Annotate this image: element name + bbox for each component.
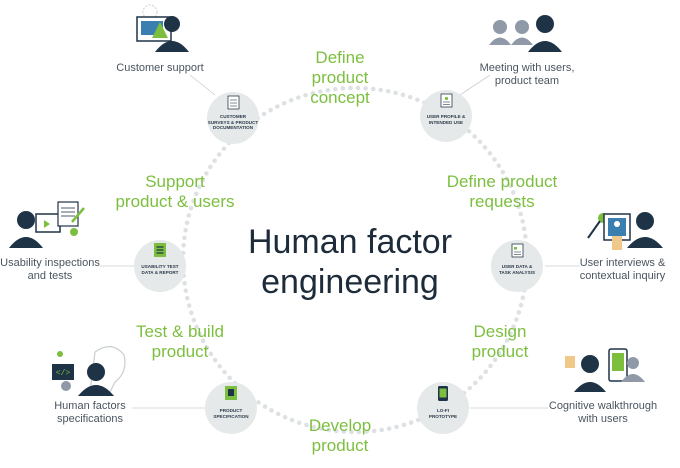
activity-customer-support: Customer support (100, 62, 220, 75)
activity-user-interviews: User interviews & contextual inquiry (570, 257, 675, 283)
inspection-icon (9, 201, 85, 248)
node-label-line: INTENDED USE (428, 119, 464, 125)
brain-code-icon: </> (52, 346, 126, 396)
activity-line: Meeting with users, (479, 62, 575, 74)
node-circle-user-profile (420, 90, 472, 142)
node-label-line: CUSTOMER (219, 114, 247, 119)
node-label-line: DATA & REPORT (141, 269, 179, 275)
phase-line: product (311, 68, 369, 87)
phase-develop: Develop product (295, 416, 385, 456)
phase-line: Test & build (136, 322, 224, 341)
center-title-line-2: engineering (261, 263, 439, 301)
node-label-lo-fi: LO-FI PROTOTYPE (408, 408, 478, 419)
activity-line: Human factors (54, 400, 126, 412)
phase-line: Support (145, 172, 205, 191)
node-circle-user-data (491, 240, 543, 292)
phase-line: product & users (115, 192, 235, 211)
task-sheet-icon (511, 243, 524, 258)
activity-line: Customer support (116, 62, 204, 74)
node-label-line: TASK ANALYSIS (498, 269, 536, 275)
spec-doc-icon (225, 386, 237, 400)
node-circle-product-spec (205, 382, 257, 434)
phase-line: Define (315, 48, 365, 67)
mobile-device-icon (438, 386, 448, 401)
phase-line: Develop (308, 416, 372, 435)
node-label-line: SPECIFICATION (213, 413, 249, 419)
node-label-line: DOCUMENTATION (212, 125, 254, 130)
interview-icon (587, 212, 663, 250)
connector-lines (100, 74, 580, 409)
activity-human-factors-spec: Human factors specifications (40, 400, 140, 426)
node-circle-lo-fi (417, 382, 469, 434)
activity-line: Usability inspections (0, 257, 100, 269)
activity-line: product team (494, 75, 560, 87)
support-person-icon (136, 4, 189, 52)
activity-line: User interviews & (579, 257, 666, 269)
phase-line: Design (473, 322, 527, 341)
activity-line: and tests (27, 270, 73, 282)
phase-support: Support product & users (105, 172, 245, 212)
node-label-line: LO-FI (437, 408, 449, 413)
node-label-line: USABILITY TEST (141, 264, 179, 269)
node-label-user-data: USER DATA & TASK ANALYSIS (482, 264, 552, 275)
phase-test-build: Test & build product (120, 322, 240, 362)
node-label-line: USER DATA & (501, 264, 533, 269)
node-label-line: PRODUCT (219, 408, 243, 413)
phase-line: product (471, 342, 529, 361)
group-meeting-icon (489, 15, 562, 52)
node-circle-usability-data (134, 240, 186, 292)
activity-line: specifications (56, 413, 124, 425)
report-icon (154, 243, 166, 257)
center-title: Human factor engineering (200, 222, 500, 302)
phase-design: Design product (455, 322, 545, 362)
node-label-product-spec: PRODUCT SPECIFICATION (196, 408, 266, 419)
phase-line: concept (310, 88, 370, 107)
connector-meeting (459, 74, 491, 96)
svg-text:</>: </> (56, 369, 71, 378)
activity-line: Cognitive walkthrough (548, 400, 658, 412)
node-label-usability-data: USABILITY TEST DATA & REPORT (125, 264, 195, 275)
node-circle-customer-surveys (207, 92, 259, 144)
walkthrough-icon (565, 348, 645, 392)
phase-define-concept: Define product concept (295, 48, 385, 108)
node-label-line: PROTOTYPE (428, 413, 458, 419)
activity-line: contextual inquiry (579, 270, 666, 282)
activity-cognitive-walkthrough: Cognitive walkthrough with users (538, 400, 668, 426)
phase-define-requests: Define product requests (432, 172, 572, 212)
activity-line: with users (578, 413, 628, 425)
phase-line: requests (469, 192, 535, 211)
document-icon (227, 95, 240, 110)
center-title-line-1: Human factor (247, 223, 453, 261)
activity-usability-inspections: Usability inspections and tests (0, 257, 100, 283)
node-label-customer-surveys: CUSTOMER SURVEYS & PRODUCT DOCUMENTATION (198, 114, 268, 131)
phase-line: product (311, 436, 369, 455)
node-label-line: USER PROFILE & (426, 114, 466, 119)
node-label-user-profile: USER PROFILE & INTENDED USE (411, 114, 481, 125)
phase-line: Define product (446, 172, 558, 191)
phase-line: product (151, 342, 209, 361)
connector-customer-support (189, 74, 216, 96)
activity-meeting-with-users: Meeting with users, product team (462, 62, 592, 88)
node-label-line: SURVEYS & PRODUCT (207, 119, 259, 125)
profile-card-icon (440, 93, 453, 108)
